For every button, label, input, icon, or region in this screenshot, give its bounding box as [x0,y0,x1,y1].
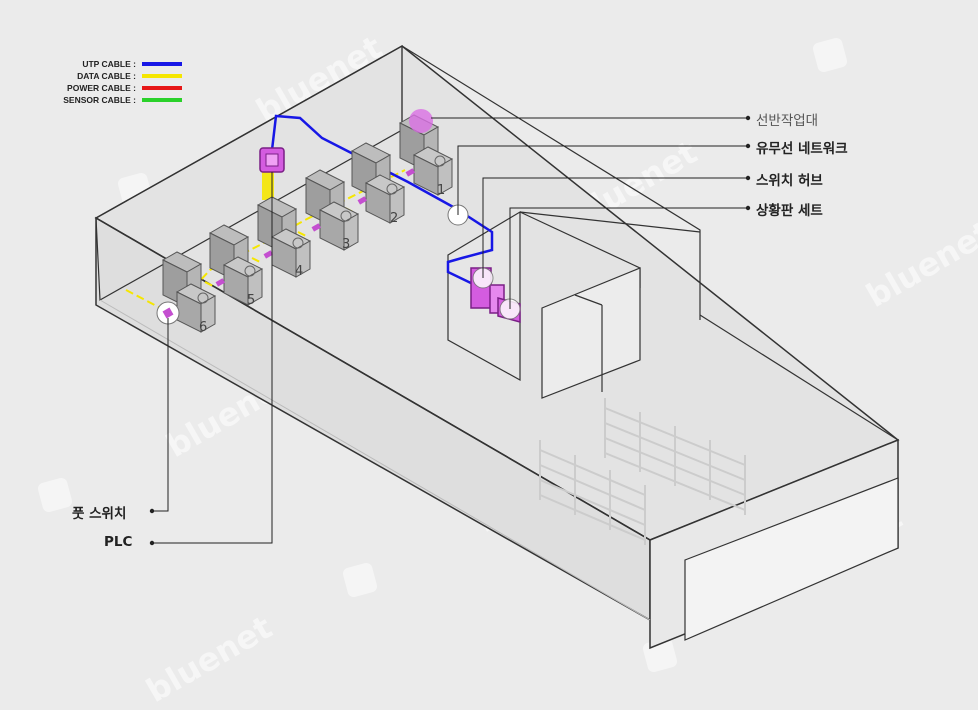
legend-row: POWER CABLE : [40,82,182,94]
legend-row: SENSOR CABLE : [40,94,182,106]
legend-swatch [142,74,182,78]
lathe-station [304,169,360,251]
lathe-highlight [409,109,433,133]
callout-status-board: 상황판 세트 [756,203,823,219]
legend-row: DATA CABLE : [40,70,182,82]
legend-label: DATA CABLE : [77,71,136,81]
callout-foot-switch: 풋 스위치 [72,506,127,522]
station-number: 4 [295,264,303,279]
lathe-station [350,142,406,224]
callout-plc: PLC [104,534,133,550]
legend-swatch [142,98,182,102]
station-number: 2 [390,211,398,226]
station-number: 1 [437,183,445,198]
callout-lines [152,117,748,544]
station-number: 5 [247,293,255,308]
callout-lathe: 선반작업대 [756,113,819,129]
lathe-station [256,196,312,278]
lathe-station [208,224,264,306]
legend-label: UTP CABLE : [82,59,136,69]
callout-wired-network: 유무선 네트워크 [756,141,848,157]
legend-label: SENSOR CABLE : [63,95,136,105]
legend-swatch [142,86,182,90]
legend-label: POWER CABLE : [67,83,136,93]
legend-row: UTP CABLE : [40,58,182,70]
callout-switch-hub: 스위치 허브 [756,173,823,189]
factory-diagram: 1 2 3 4 5 6 [94,44,900,650]
utp-cable [270,114,494,287]
storage-racks [539,398,746,545]
plc-unit [259,147,285,173]
station-number: 6 [199,320,207,335]
lathe-stations: 1 2 3 4 5 6 [161,114,454,335]
cable-legend: UTP CABLE : DATA CABLE : POWER CABLE : SENS… [40,58,182,106]
station-number: 3 [342,237,350,252]
legend-swatch [142,62,182,66]
